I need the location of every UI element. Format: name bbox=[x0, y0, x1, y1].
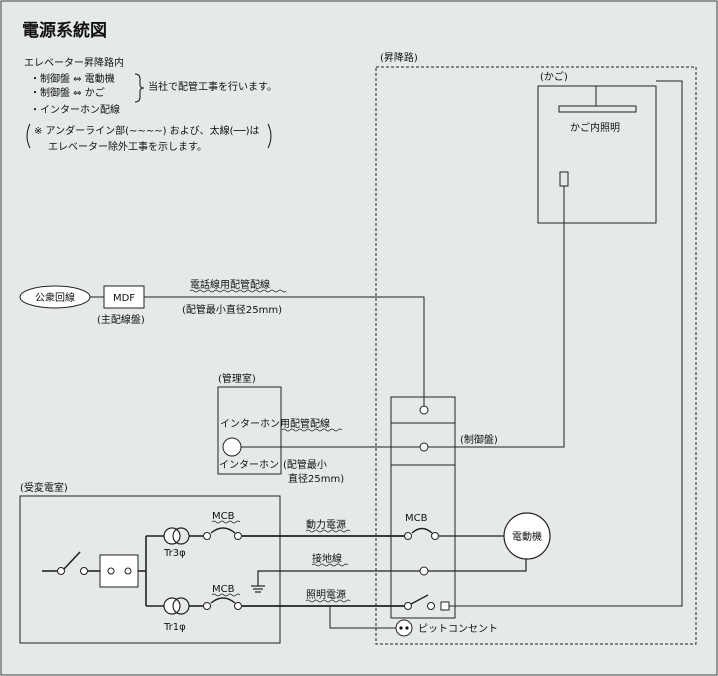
remark-line-2: エレベーター除外工事を示します。 bbox=[48, 140, 207, 153]
mcb-top-contact-1 bbox=[203, 532, 211, 540]
intercom-min-label-2: 直径25mm) bbox=[288, 472, 344, 485]
lighting-switch-contact-2 bbox=[427, 602, 435, 610]
diagram-title: 電源系統図 bbox=[22, 20, 107, 41]
tr1-primary-coil bbox=[163, 597, 181, 615]
panel-intercom-terminal bbox=[419, 442, 429, 452]
panel-phone-terminal bbox=[419, 405, 429, 415]
car-light-fixture bbox=[558, 105, 637, 113]
remark-paren-left bbox=[26, 123, 31, 149]
panel-mcb-contact-1 bbox=[404, 532, 412, 540]
main-distribution-label: (主配線盤) bbox=[97, 313, 145, 326]
lighting-source-label: 照明電源 bbox=[306, 588, 346, 601]
shaft-area bbox=[375, 66, 697, 645]
panel-mcb-contact-2 bbox=[431, 532, 439, 540]
car-lighting-line bbox=[449, 80, 683, 607]
tr3-label: Tr3φ bbox=[163, 548, 186, 559]
power-source-wave bbox=[305, 529, 351, 533]
phone-conduit-min-label: (配管最小直径25mm) bbox=[182, 303, 282, 316]
office-box bbox=[217, 386, 282, 475]
lighting-switch-contact-1 bbox=[404, 602, 412, 610]
public-line-label: 公衆回線 bbox=[35, 291, 75, 304]
car-light-label: かご内照明 bbox=[570, 121, 620, 134]
substation-box bbox=[19, 495, 281, 644]
control-panel-label: (制御盤) bbox=[460, 433, 498, 446]
phone-conduit-wave bbox=[189, 289, 287, 293]
main-breaker-contact-1 bbox=[107, 567, 115, 575]
pit-outlet-symbol bbox=[395, 619, 413, 637]
panel-mcb-arc bbox=[411, 527, 433, 534]
lighting-terminal-box bbox=[440, 601, 450, 611]
ground-wire-label: 接地線 bbox=[312, 552, 342, 565]
power-source-label: 動力電源 bbox=[306, 518, 346, 531]
intercom-label: インターホン bbox=[219, 459, 279, 471]
main-switch-blade bbox=[63, 551, 81, 570]
notes-item-2: ・制御盤 ⇔ かご bbox=[30, 86, 105, 99]
car-junction-box bbox=[559, 171, 569, 187]
mcb-bottom-contact-2 bbox=[234, 602, 242, 610]
mcb-bottom-contact-1 bbox=[203, 602, 211, 610]
pit-outlet-pin-2 bbox=[405, 626, 409, 630]
notes-item-3: ・インターホン配線 bbox=[30, 103, 120, 116]
shaft-label: (昇降路) bbox=[380, 51, 418, 64]
control-panel-box bbox=[390, 396, 456, 619]
panel-mcb-label: MCB bbox=[405, 513, 428, 524]
car-cable bbox=[428, 186, 565, 448]
main-switch-contact-2 bbox=[80, 567, 88, 575]
mcb-bottom-label: MCB bbox=[212, 584, 235, 595]
remark-line-1: ※ アンダーライン部(~~~~) および、太線(──)は bbox=[34, 124, 260, 137]
car-box bbox=[537, 85, 657, 224]
pit-outlet-label: ピットコンセント bbox=[418, 623, 498, 635]
remark-paren-right bbox=[267, 123, 272, 149]
mcb-top-wave bbox=[211, 520, 241, 524]
substation-label: (受変電室) bbox=[20, 481, 68, 494]
lighting-source-wave bbox=[305, 599, 351, 603]
main-breaker-box bbox=[99, 554, 139, 588]
mcb-top-label: MCB bbox=[212, 511, 235, 522]
intercom-conduit-label: インターホン用配管配線 bbox=[220, 417, 330, 430]
intercom-min-label-1: (配管最小 bbox=[283, 458, 327, 471]
tr1-label: Tr1φ bbox=[163, 622, 186, 633]
mcb-bottom-wave bbox=[211, 593, 241, 597]
notes-item-1: ・制御盤 ⇔ 電動機 bbox=[30, 72, 115, 85]
phone-line bbox=[144, 296, 425, 406]
intercom-unit bbox=[222, 437, 242, 457]
mcb-top-arc bbox=[210, 527, 236, 534]
office-label: (管理室) bbox=[218, 372, 256, 385]
panel-ground-terminal bbox=[419, 566, 429, 576]
pit-outlet-pin-1 bbox=[399, 626, 403, 630]
notes-brace bbox=[134, 73, 145, 103]
intercom-conduit-wave bbox=[281, 428, 343, 432]
notes-heading: エレベーター昇降路内 bbox=[24, 56, 124, 69]
lighting-switch-blade bbox=[410, 594, 429, 605]
motor-label: 電動機 bbox=[512, 530, 542, 543]
motor-symbol bbox=[503, 512, 551, 560]
ground-wire-wave bbox=[311, 563, 349, 567]
notes-brace-text: 当社で配管工事を行います。 bbox=[148, 80, 277, 93]
ground-wire bbox=[257, 548, 527, 586]
car-label: (かご) bbox=[540, 70, 568, 83]
main-breaker-contact-2 bbox=[124, 567, 132, 575]
mdf-label: MDF bbox=[113, 293, 135, 304]
phone-conduit-label: 電話線用配管配線 bbox=[190, 278, 270, 291]
tr3-primary-coil bbox=[163, 527, 181, 545]
mcb-top-contact-2 bbox=[234, 532, 242, 540]
mcb-bottom-arc bbox=[210, 597, 236, 604]
main-switch-contact-1 bbox=[57, 567, 65, 575]
pit-outlet-line bbox=[329, 606, 396, 629]
